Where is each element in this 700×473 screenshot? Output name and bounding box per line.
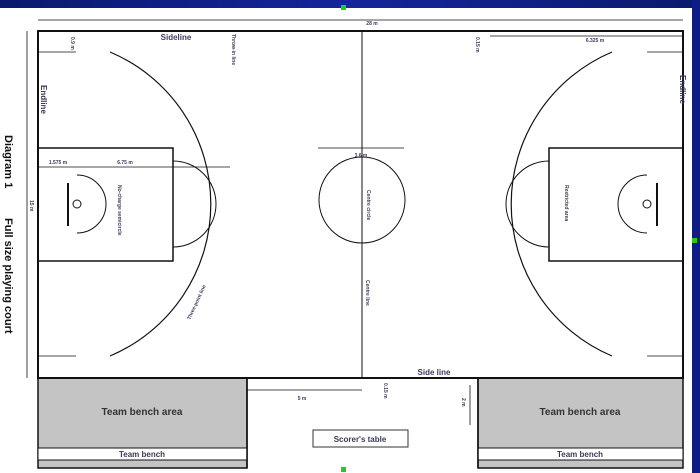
dim-corner: 0.9 m (69, 37, 75, 50)
scorers-table (312, 429, 409, 448)
bench-area-left (37, 377, 248, 469)
dim-throw-in: 0.15 m (474, 37, 480, 53)
dim-three-pt-top: 6.325 m (586, 38, 605, 44)
dim-bench-depth: 2 m (460, 398, 466, 407)
court-lines (26, 19, 684, 468)
team-bench-right-label: Team bench (557, 450, 603, 459)
no-charge-label: No-charge semicircle (116, 185, 122, 236)
dim-basket-dist: 1.575 m (49, 160, 68, 166)
sideline-top-label: Sideline (161, 33, 192, 42)
selection-handle[interactable] (341, 5, 346, 10)
slide-top-border (0, 0, 700, 8)
throw-in-line-label: Throw-in line (230, 34, 236, 65)
three-point-line-label: Three-point line (186, 284, 207, 321)
centre-circle-label: Centre circle (365, 190, 371, 221)
slide-right-border (692, 0, 700, 473)
endline-left-label: Endline (39, 85, 48, 114)
dim-bench-offset: 5 m (298, 396, 307, 402)
dim-three-radius: 6.75 m (117, 160, 133, 166)
centre-line-label: Centre line (364, 280, 370, 306)
team-bench-area-right-label: Team bench area (540, 407, 621, 418)
scorers-table-label: Scorer's table (334, 435, 387, 444)
dim-width: 15 m (28, 200, 34, 212)
diagram-subtitle: Full size playing court (2, 218, 14, 334)
endline-right-label: Endline (678, 75, 687, 104)
sideline-bottom-label: Side line (418, 368, 451, 377)
selection-handle[interactable] (341, 467, 346, 472)
diagram-title: Diagram 1 (2, 135, 14, 188)
dim-circle: 3.6 m (355, 153, 368, 159)
dim-length: 28 m (366, 21, 378, 27)
restricted-area-label: Restricted area (563, 185, 569, 221)
selection-handle[interactable] (692, 238, 697, 243)
team-bench-area-left-label: Team bench area (102, 407, 183, 418)
team-bench-left-label: Team bench (119, 450, 165, 459)
dim-bench-gap: 0.15 m (382, 383, 388, 399)
